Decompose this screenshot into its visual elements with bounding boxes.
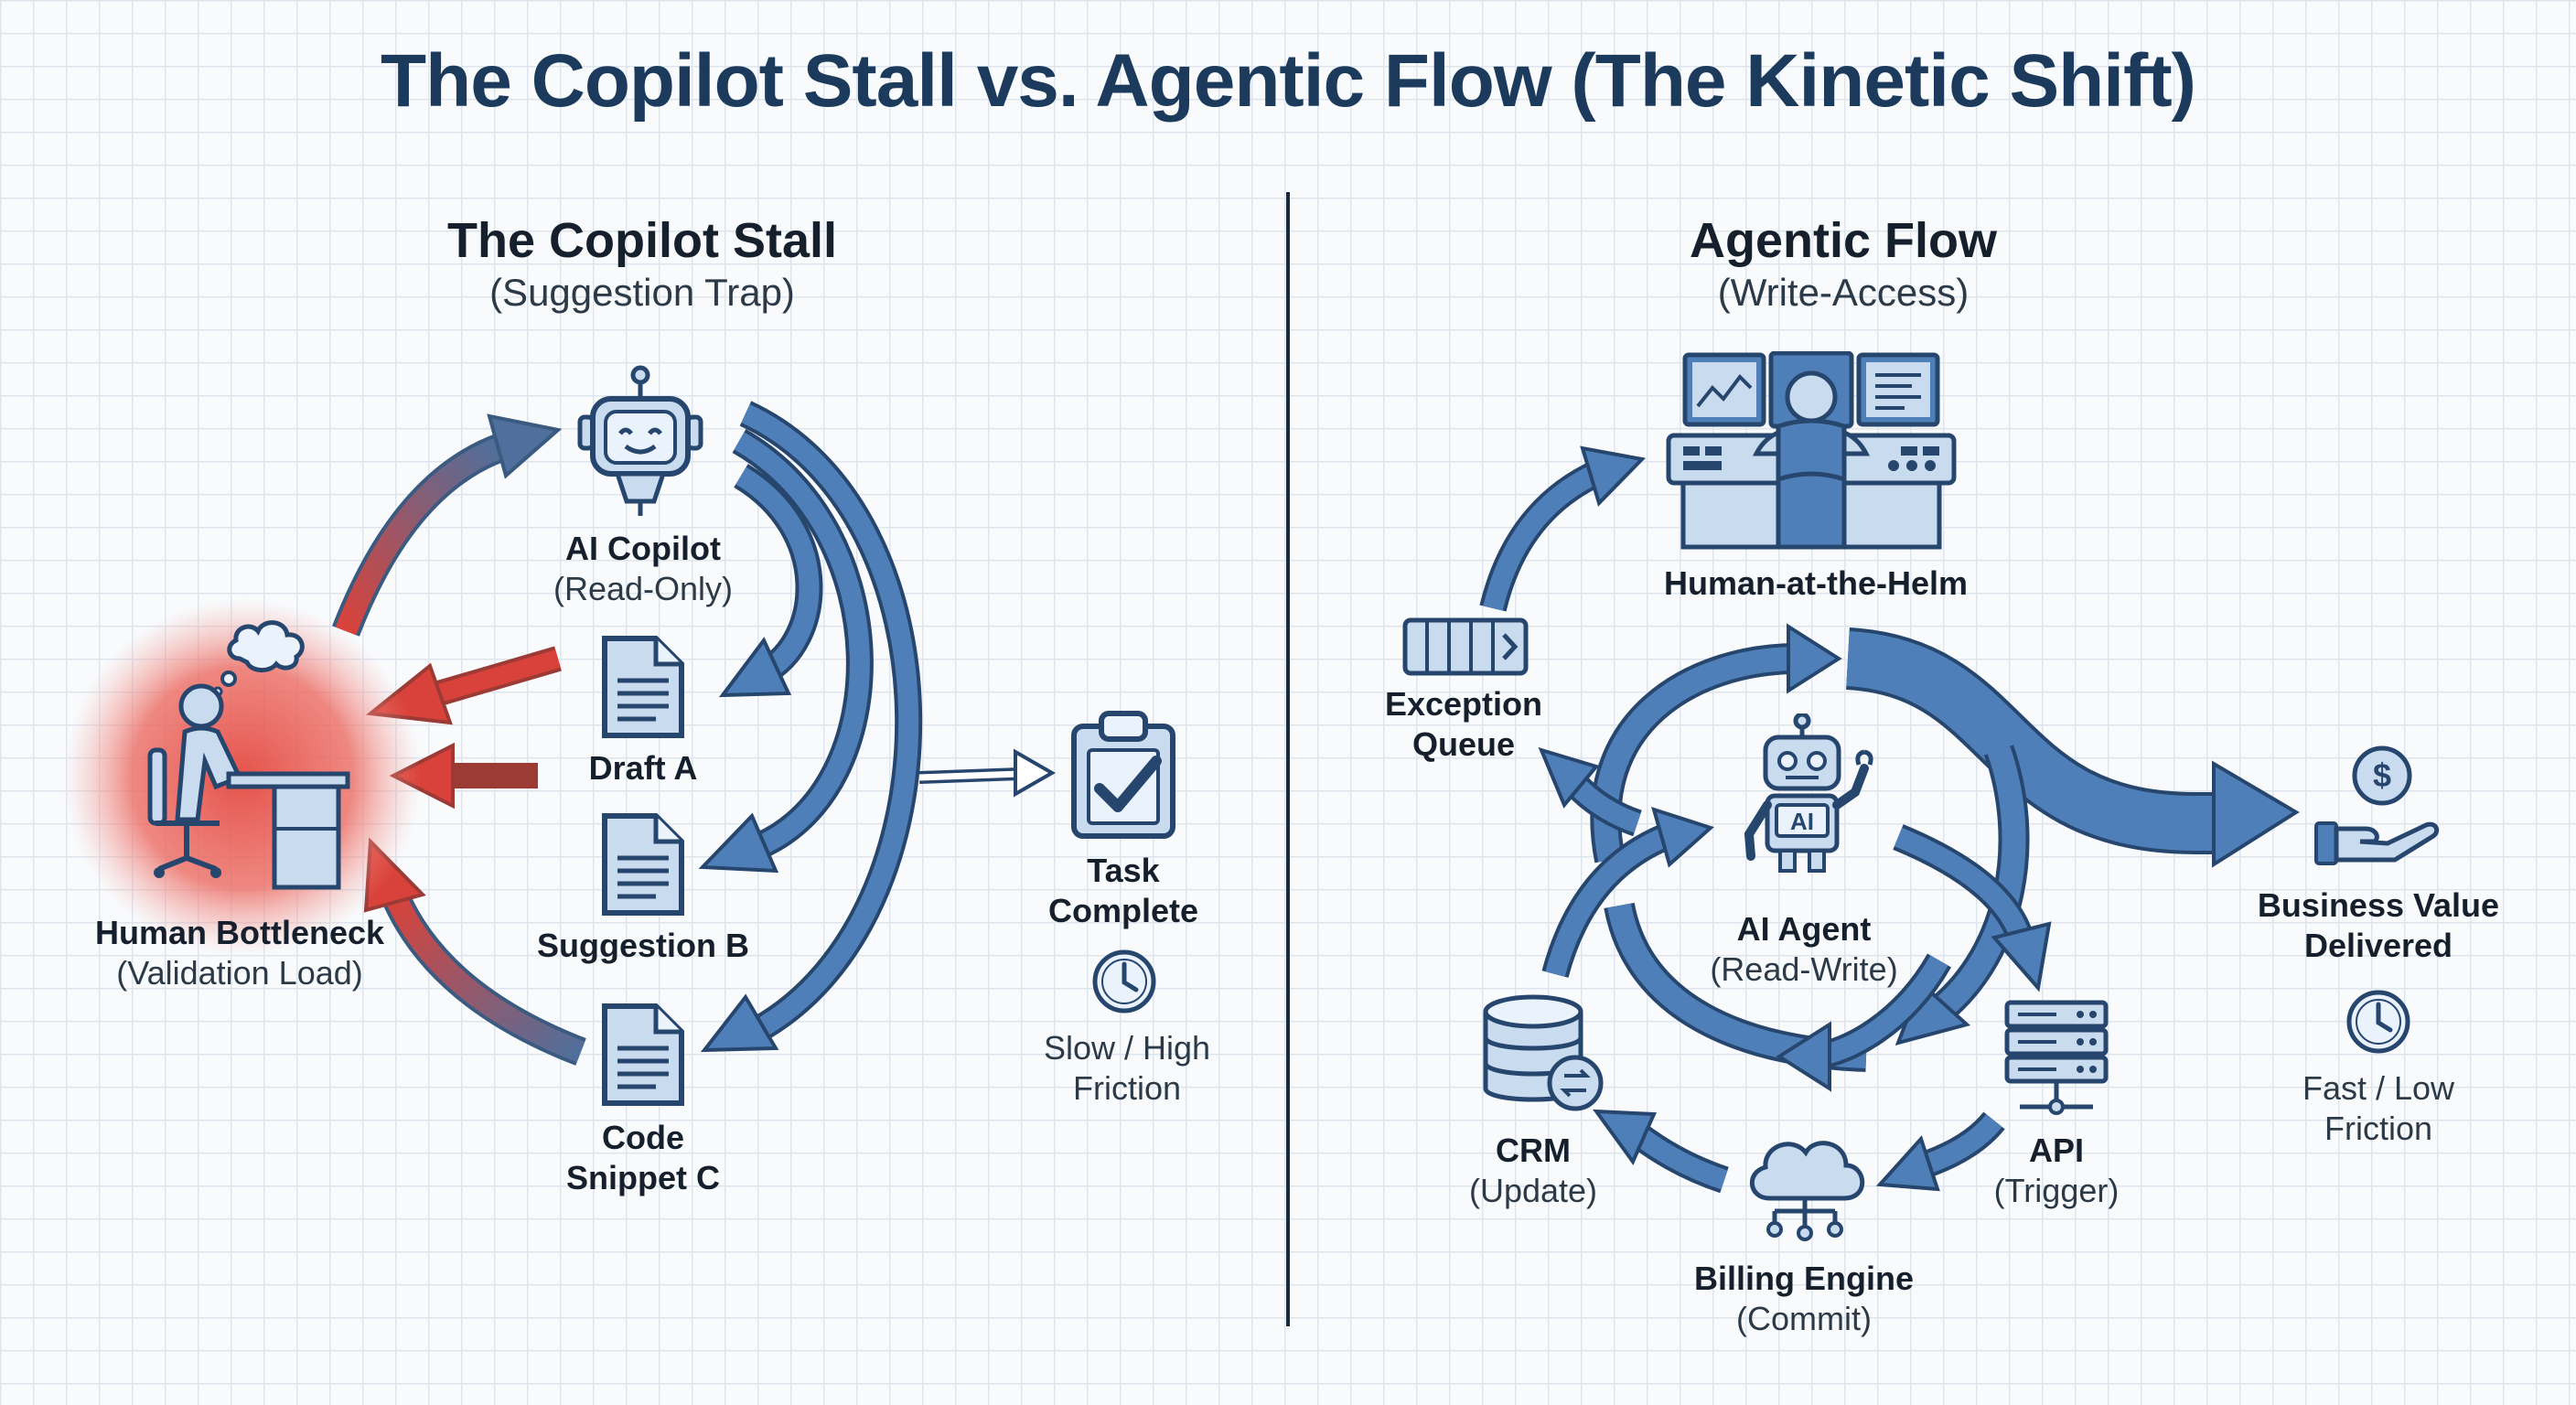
arrow-api-to-billing <box>1875 1111 2005 1192</box>
api-sublabel: (Trigger) <box>1993 1172 2120 1209</box>
billing-label: Billing Engine <box>1694 1260 1914 1297</box>
business-value-label-1: Business Value <box>2257 886 2500 924</box>
code-snippet-label-1: Code <box>602 1119 684 1156</box>
arrow-agent-to-exception <box>1538 746 1643 837</box>
arrow-crm-to-agent <box>1541 806 1714 978</box>
arrow-copilot-to-draft <box>718 464 823 698</box>
human-bottleneck-label: Human Bottleneck <box>94 914 385 951</box>
robot-copilot-icon <box>567 364 714 520</box>
copilot-sublabel: (Read-Only) <box>553 570 734 607</box>
agent-sublabel: (Read-Write) <box>1710 950 1898 988</box>
left-panel-title: The Copilot Stall <box>447 213 837 268</box>
fast-friction-label-1: Fast / Low <box>2302 1069 2455 1107</box>
agent-badge-text: AI <box>1790 808 1814 835</box>
business-value-label-2: Delivered <box>2303 927 2453 964</box>
document-icon <box>599 1001 687 1109</box>
arrow-human-to-copilot <box>332 413 563 637</box>
copilot-label: AI Copilot <box>565 530 721 567</box>
clock-icon <box>2345 988 2412 1056</box>
slow-friction-label-1: Slow / High <box>1043 1029 1211 1067</box>
clipboard-check-icon <box>1068 708 1178 842</box>
api-label: API <box>2028 1132 2085 1169</box>
suggestion-b-label: Suggestion B <box>537 927 749 964</box>
exception-queue-label-2: Queue <box>1411 725 1516 763</box>
arrow-agent-to-api <box>1893 824 2052 992</box>
document-icon <box>599 810 687 918</box>
right-panel-title: Agentic Flow <box>1690 213 1997 268</box>
fast-friction-label-2: Friction <box>2324 1110 2433 1147</box>
helm-label: Human-at-the-Helm <box>1663 564 1969 602</box>
slow-friction-label-2: Friction <box>1072 1069 1182 1107</box>
robot-agent-icon: AI <box>1727 713 1892 878</box>
main-title: The Copilot Stall vs. Agentic Flow (The … <box>381 39 2196 123</box>
agent-label: AI Agent <box>1736 910 1872 948</box>
operator-console-icon <box>1665 351 1958 552</box>
exception-queue-label-1: Exception <box>1384 685 1543 723</box>
right-panel-subtitle: (Write-Access) <box>1717 271 1970 314</box>
document-icon <box>599 633 687 741</box>
queue-icon <box>1401 617 1530 677</box>
code-snippet-label-2: Snippet C <box>566 1159 720 1196</box>
crm-label: CRM <box>1496 1132 1571 1169</box>
billing-sublabel: (Commit) <box>1736 1300 1872 1337</box>
database-sync-icon <box>1480 992 1608 1114</box>
arrow-copilot-to-snippet <box>700 401 923 1053</box>
hand-dollar-icon: $ <box>2311 745 2444 873</box>
task-complete-label-2: Complete <box>1047 892 1199 929</box>
arrow-copilot-to-suggestion <box>698 428 874 874</box>
human-bottleneck-sublabel: (Validation Load) <box>116 954 363 992</box>
svg-text:$: $ <box>2373 756 2391 794</box>
arrow-suggestion-to-human <box>389 742 538 810</box>
clock-icon <box>1090 948 1158 1015</box>
left-panel-subtitle: (Suggestion Trap) <box>489 271 795 314</box>
arrow-api-to-agent-return <box>1776 953 1952 1092</box>
server-icon <box>2002 999 2111 1118</box>
person-at-desk-icon <box>137 604 357 896</box>
cloud-network-icon <box>1738 1125 1872 1244</box>
arrow-to-task-complete <box>918 748 1057 798</box>
crm-sublabel: (Update) <box>1468 1172 1598 1209</box>
task-complete-label-1: Task <box>1087 852 1160 889</box>
draft-a-label: Draft A <box>588 749 698 787</box>
arrow-billing-to-crm <box>1592 1109 1729 1194</box>
arrow-exception-to-helm <box>1479 445 1647 612</box>
